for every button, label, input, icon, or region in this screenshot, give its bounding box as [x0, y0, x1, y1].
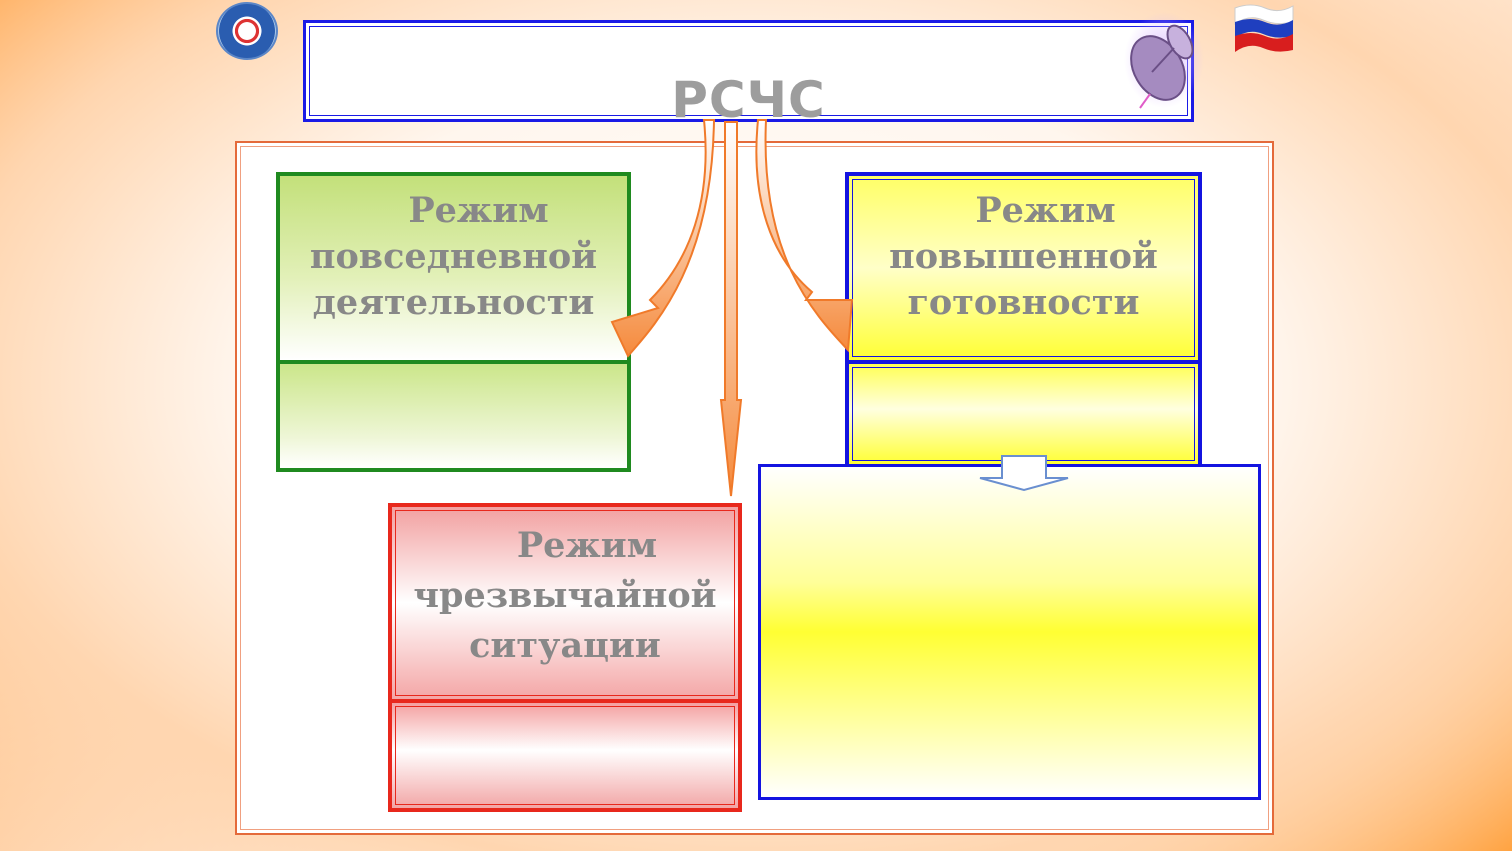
mode-high-alert-line-2: повышенной — [889, 236, 1158, 277]
mode-high-alert-line-1: Режим — [975, 190, 1116, 231]
mode-everyday-title: Режим повседневной деятельности — [310, 176, 597, 326]
mode-high-alert-title: Режим повышенной готовности — [889, 176, 1158, 326]
mode-everyday-line-2: повседневной — [309, 236, 598, 277]
mode-emergency-details-box — [388, 699, 742, 812]
mode-details-panel — [758, 464, 1261, 800]
mode-emergency-title: Режим чрезвычайной ситуации — [413, 507, 716, 671]
pushpin-icon — [1124, 12, 1204, 109]
mode-high-alert-line-3: готовности — [907, 282, 1140, 323]
mode-high-alert-details-box — [845, 360, 1202, 468]
mode-everyday-box: Режим повседневной деятельности — [276, 172, 631, 364]
mode-everyday-line-3: деятельности — [312, 282, 595, 323]
mode-emergency-line-2: чрезвычайной — [413, 575, 717, 616]
mode-everyday-details-box — [276, 360, 631, 472]
mode-emergency-box: Режим чрезвычайной ситуации — [388, 503, 742, 703]
mode-high-alert-box: Режим повышенной готовности — [845, 172, 1202, 364]
mode-emergency-line-1: Режим — [516, 525, 658, 566]
diagram-title: РСЧС — [671, 71, 826, 129]
mode-emergency-line-3: ситуации — [469, 625, 661, 666]
russian-flag-icon — [1234, 4, 1294, 52]
mode-everyday-line-1: Режим — [408, 190, 549, 231]
title-bar: РСЧС — [303, 20, 1194, 129]
emercom-emblem-icon — [216, 2, 278, 60]
